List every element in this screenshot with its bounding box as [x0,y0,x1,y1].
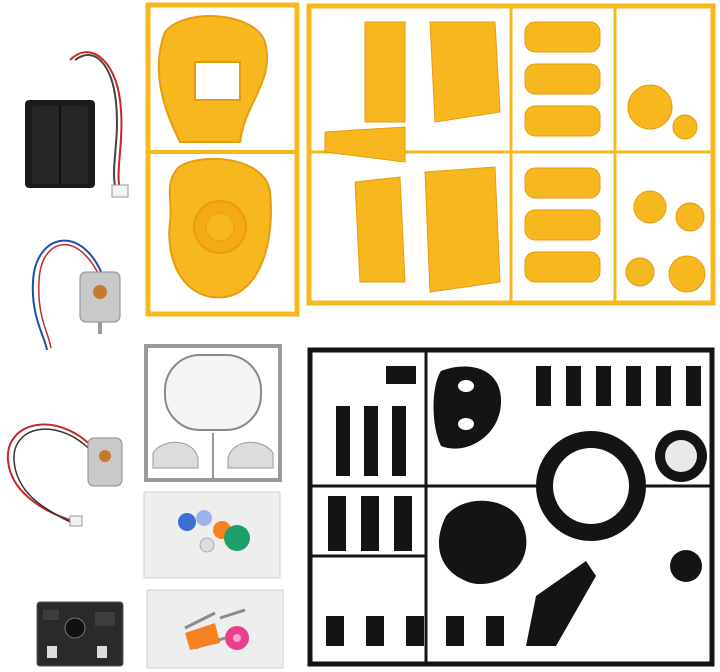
yellow-shell-sprue [145,2,300,317]
black-parts-sprue [306,346,716,668]
battery-holder [20,40,140,200]
bag-of-gears [142,490,282,580]
motor-blue-leads [25,222,135,352]
clear-window-sprue [143,343,283,483]
yellow-parts-sprue [305,2,717,307]
motor-red-leads [0,410,130,535]
bag-of-screws-and-gears [145,588,285,670]
circuit-board [35,600,125,668]
